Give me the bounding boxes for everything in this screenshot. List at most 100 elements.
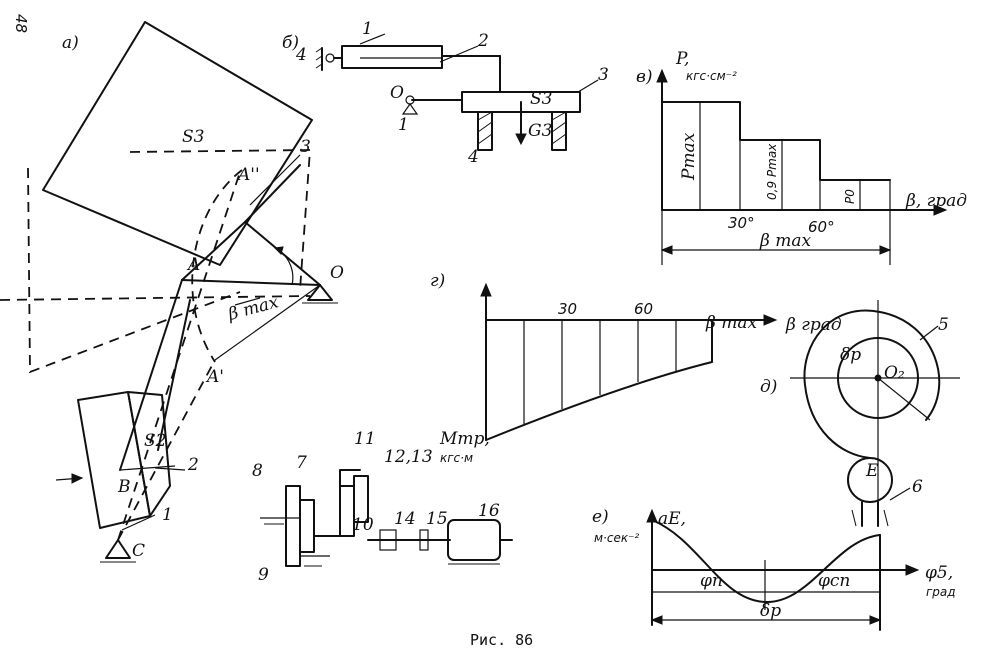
v-label-p0: P0 [843, 189, 857, 204]
label-bG3: G3 [528, 121, 552, 141]
leader-1 [121, 514, 156, 531]
cam-radius [877, 377, 931, 421]
panel-d-cam: д) 5 δp O₂ E 6 [760, 300, 960, 527]
label-16: 16 [478, 501, 500, 521]
g-x-label: β град [785, 315, 842, 335]
rod-solid-2 [157, 299, 191, 451]
support-left [477, 111, 493, 151]
leader-5 [919, 325, 939, 341]
sh4 [551, 111, 567, 121]
page-number: 48 [12, 14, 30, 33]
g-y-units: кгс·м [440, 451, 473, 465]
label-8: 8 [252, 461, 263, 481]
v-label-bmax: β max [759, 231, 811, 251]
cam-center [874, 374, 882, 382]
label-E: E [865, 461, 879, 481]
rod-solid [119, 279, 183, 471]
angle-arrow [273, 246, 284, 255]
label-15: 15 [426, 509, 448, 529]
panel-g-tag: г) [430, 271, 445, 291]
label-O: O [330, 263, 344, 283]
label-1: 1 [162, 505, 173, 525]
g-tick-60: 60 [634, 300, 653, 318]
rod-dashed-2 [117, 171, 241, 541]
pivot-O [307, 284, 333, 301]
g-curve [485, 361, 713, 441]
panel-a-mechanism: а) [0, 21, 344, 563]
g-end-label: β max [705, 313, 757, 333]
label-bO: O [390, 83, 404, 103]
plate-solid [42, 21, 313, 266]
sh6 [551, 133, 567, 145]
label-14: 14 [394, 509, 416, 529]
label-9: 9 [258, 565, 269, 585]
sh1 [477, 111, 493, 121]
leader-b2 [439, 45, 479, 63]
e-dim-arrow-r [869, 615, 882, 625]
label-6: 6 [912, 477, 923, 497]
panel-b-scheme: б) 4 1 2 3 O [282, 19, 609, 167]
arrow-head [71, 473, 84, 484]
panel-g-torque-graph: г) 30 60 β max β град Mтр, кгс·м [430, 271, 842, 465]
wall-4-h2 [315, 55, 323, 61]
axis-dashed [0, 295, 311, 301]
pivot-C [105, 539, 131, 559]
panel-v-tag: в) [636, 67, 653, 87]
e-x-units: град [926, 585, 956, 599]
v-x-label: β, град [905, 191, 967, 211]
panel-v-pressure-graph: в) P, кгс·см⁻² β, град 30° 60° Pmax 0,9 … [636, 49, 967, 265]
leader-2 [154, 467, 186, 471]
joint-4 [325, 53, 335, 63]
e-label-phin: φп [700, 571, 723, 591]
gear-body [299, 499, 315, 553]
wall-4-h1 [315, 47, 323, 53]
v-y-units: кгс·см⁻² [686, 69, 737, 83]
piston-line [119, 465, 176, 471]
support-right [551, 111, 567, 151]
label-C: C [132, 541, 145, 561]
g-x-arrow [763, 314, 778, 326]
leader-6 [889, 487, 911, 501]
e-dim-arrow-l [650, 615, 663, 625]
label-11: 11 [354, 429, 376, 449]
e-y-label: aE, [658, 509, 686, 529]
v-dim-arrow-l [660, 245, 673, 255]
sh3 [477, 133, 493, 145]
v-y-arrow [656, 68, 668, 83]
v-tick-60: 60° [808, 218, 835, 236]
label-S2: S2 [144, 431, 166, 451]
figure-caption: Рис. 86 [470, 631, 533, 649]
motor-16 [447, 519, 501, 561]
v-x-arrow [933, 204, 948, 216]
sh2 [477, 121, 493, 133]
g-y-arrow [480, 282, 492, 297]
label-b1b: 1 [398, 115, 409, 135]
v-step-curve [661, 101, 891, 181]
label-S3: S3 [182, 127, 204, 147]
v-label-p09: 0,9 Pmax [765, 143, 779, 200]
cylinder-1 [341, 45, 443, 69]
sh5 [551, 121, 567, 133]
panel-e-tag: е) [592, 507, 609, 527]
e-x-arrow [905, 564, 920, 576]
label-A1: A' [205, 367, 224, 387]
label-b1: 1 [362, 19, 373, 39]
label-b4b: 4 [467, 147, 479, 167]
pivot-Ob-base [401, 102, 419, 115]
guide-h2 [883, 509, 889, 527]
label-B: B [117, 477, 131, 497]
G3-arrow-head [515, 133, 527, 146]
cam-profile [803, 309, 941, 459]
leader-b1 [359, 33, 386, 45]
panel-a-tag: а) [62, 33, 79, 53]
label-b2: 2 [477, 31, 489, 51]
panel-d-tag: д) [760, 377, 777, 397]
leader-b3 [577, 79, 599, 93]
label-dp: δp [840, 345, 861, 365]
e-y-units: м·сек⁻² [594, 531, 639, 545]
label-3: 3 [300, 137, 311, 157]
label-beta-max: β max [225, 292, 281, 325]
angle-mark [234, 297, 261, 306]
label-b4a: 4 [295, 45, 307, 65]
